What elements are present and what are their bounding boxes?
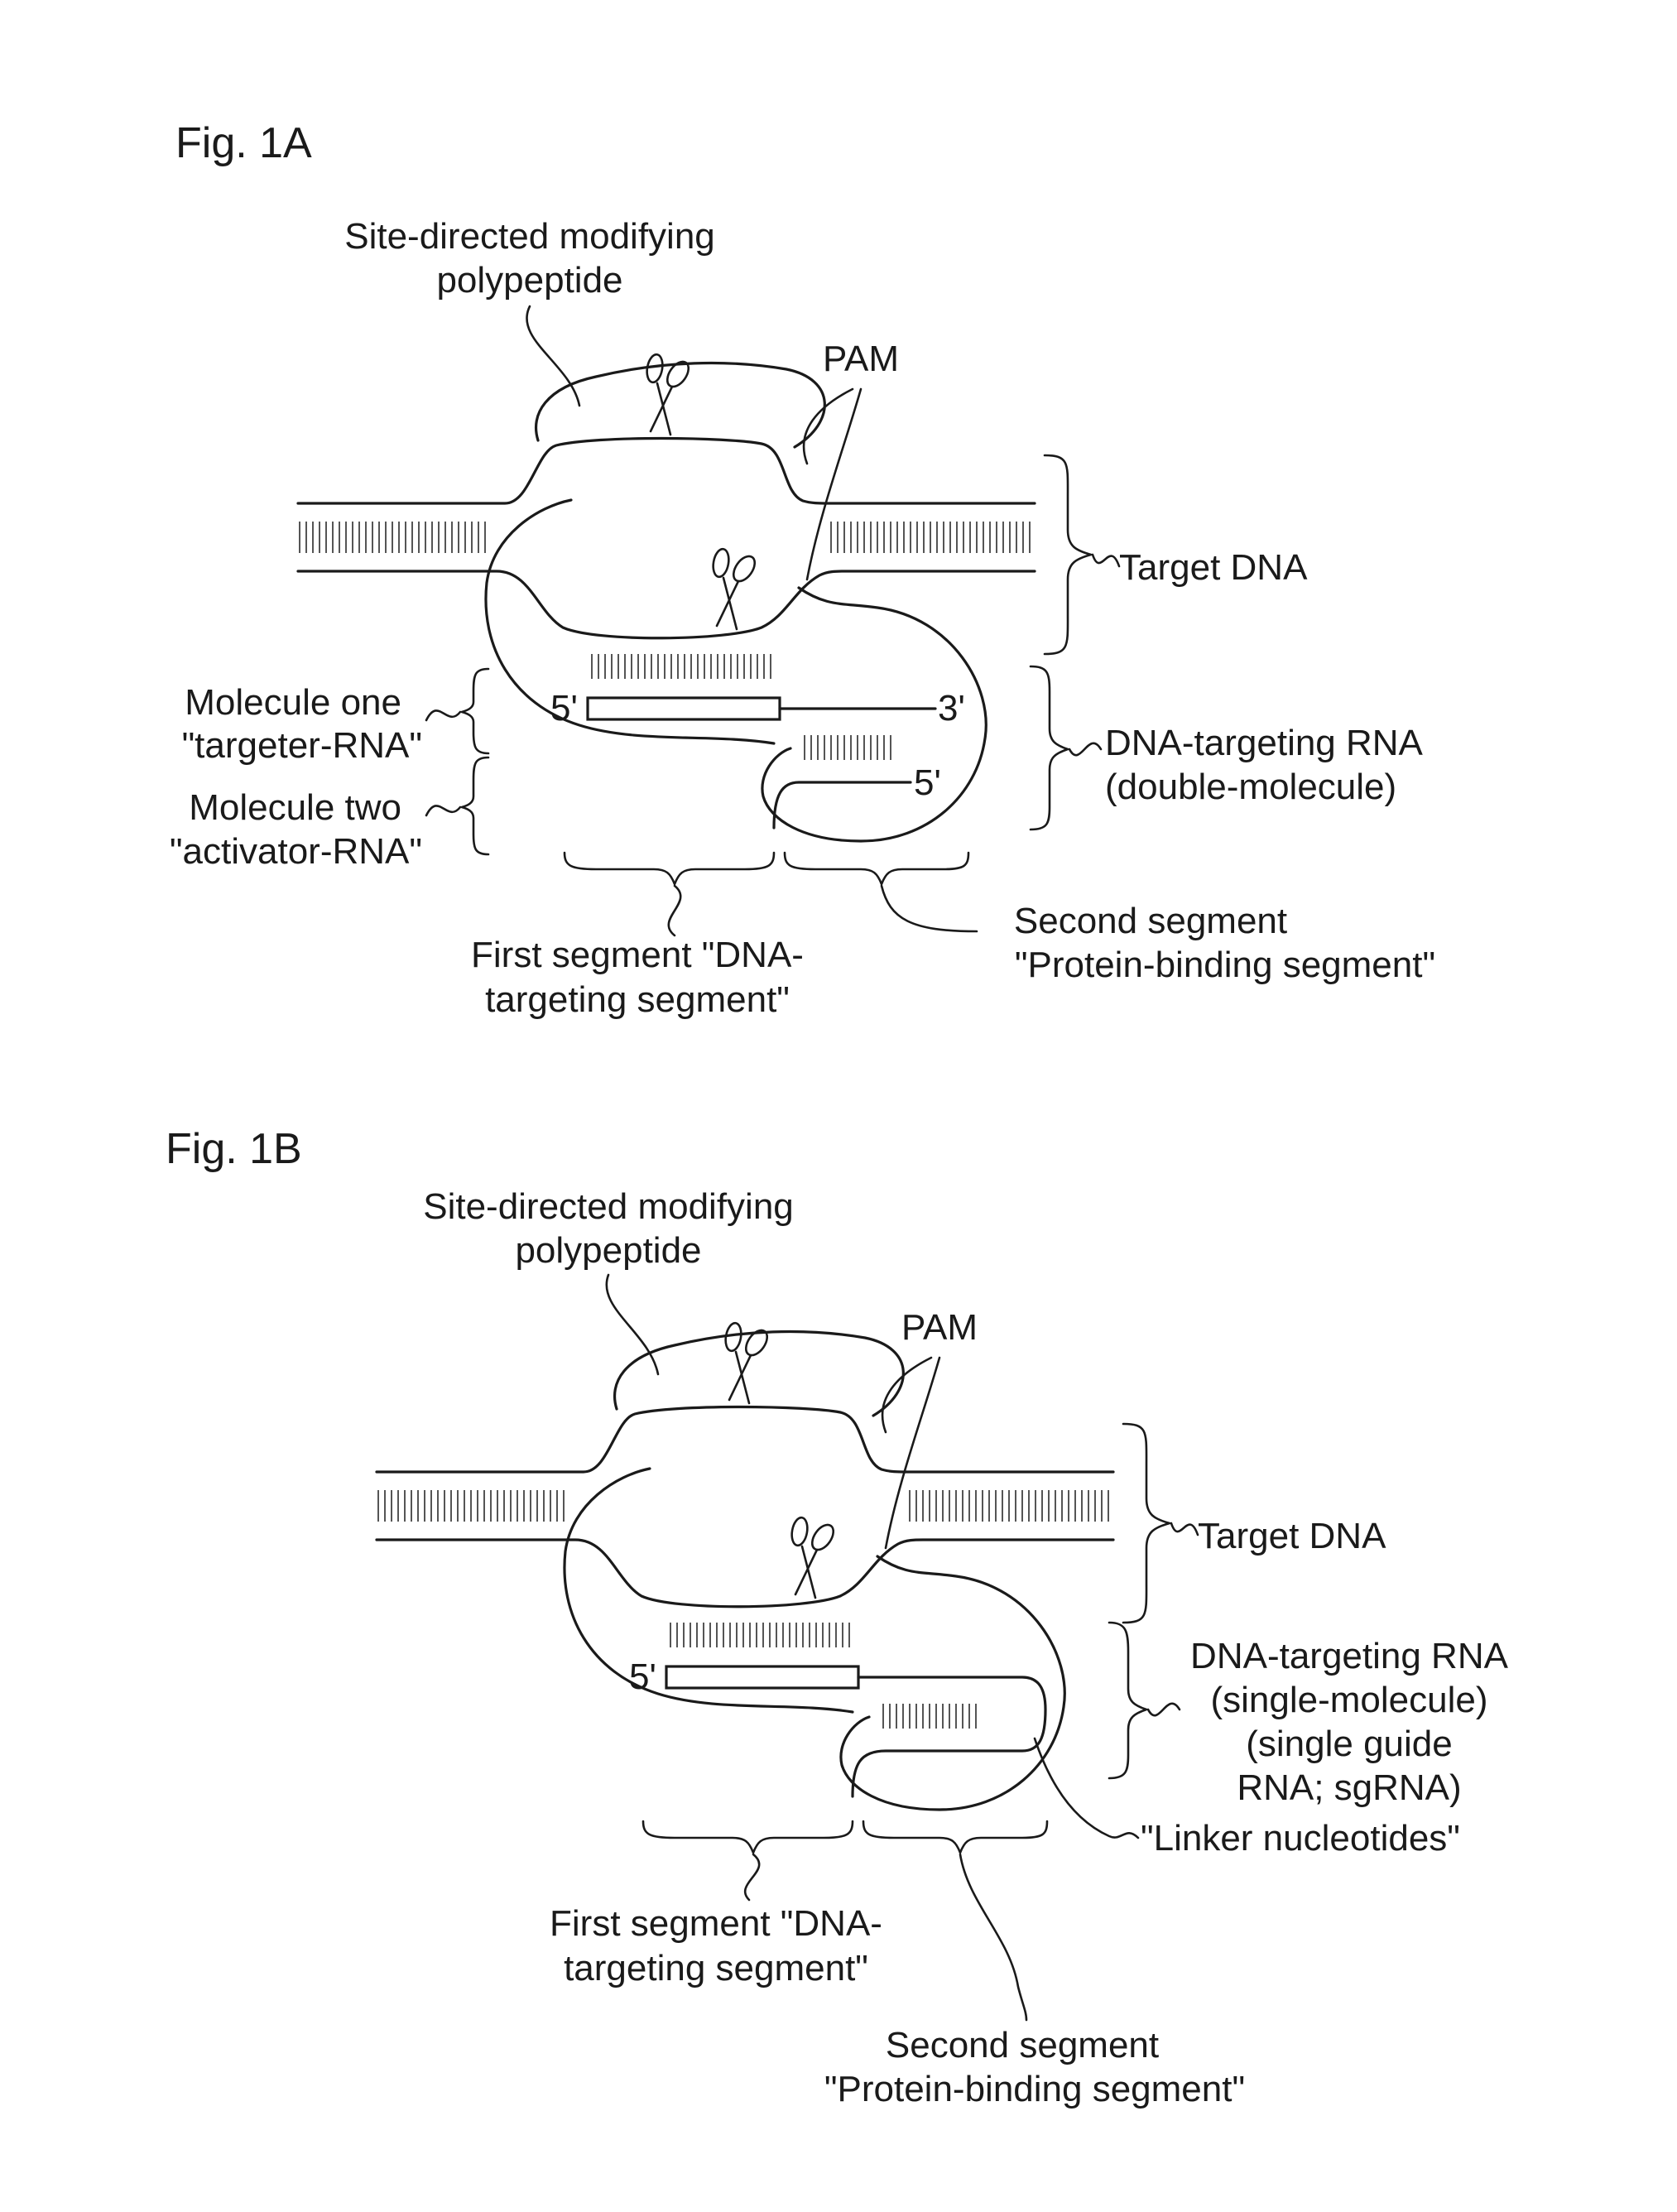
fig-1b-second-segment-brace bbox=[863, 1821, 1047, 1853]
fig-1a-pairing-hatch bbox=[592, 654, 771, 679]
fig-1b-linker-leader bbox=[1035, 1738, 1138, 1838]
fig-1a-activator-hatch bbox=[805, 735, 891, 760]
fig-1a-pam-leader-1 bbox=[804, 389, 853, 464]
fig-1b-first-segment-leader bbox=[745, 1854, 759, 1900]
fig-1a-first-segment-line1: First segment "DNA- bbox=[471, 935, 804, 975]
fig-1a-scissors-bottom-icon bbox=[711, 548, 759, 629]
fig-1b-end-5-top: 5' bbox=[629, 1657, 656, 1697]
fig-1b-pam-leader-1 bbox=[882, 1358, 931, 1432]
fig-1a-polypeptide-label-line2: polypeptide bbox=[436, 260, 622, 301]
fig-1a-pam-label: PAM bbox=[823, 339, 899, 379]
fig-1b-rna-label-line4: RNA; sgRNA) bbox=[1237, 1767, 1461, 1808]
fig-1b-first-segment-line1: First segment "DNA- bbox=[550, 1903, 882, 1944]
fig-1b-rna-label-line2: (single-molecule) bbox=[1210, 1680, 1487, 1720]
fig-1b-pam-label: PAM bbox=[901, 1307, 978, 1348]
fig-1b-rna-label-line1: DNA-targeting RNA bbox=[1190, 1636, 1509, 1676]
fig-1a-end-5-bottom: 5' bbox=[914, 762, 941, 803]
fig-1a-rna-label-line1: DNA-targeting RNA bbox=[1105, 723, 1424, 763]
fig-1a-polypeptide-leader bbox=[526, 306, 579, 406]
fig-1b-polypeptide-label-line2: polypeptide bbox=[515, 1230, 701, 1271]
fig-1b-first-segment-line2: targeting segment" bbox=[564, 1948, 868, 1988]
fig-1a-molecule-one-leader bbox=[426, 710, 460, 720]
fig-1a-second-segment-brace bbox=[785, 853, 968, 884]
fig-1a-end-5-top: 5' bbox=[550, 688, 578, 729]
fig-1a-first-segment-brace bbox=[565, 853, 774, 884]
figure-1a: Fig. 1A Site-directed modifying polypept… bbox=[170, 119, 1435, 1020]
fig-1a-molecule-two-leader bbox=[426, 805, 460, 815]
fig-1a-target-dna-label: Target DNA bbox=[1119, 547, 1308, 588]
fig-1a-targeting-rna-box bbox=[588, 698, 780, 719]
fig-1a-dna-hatch-left bbox=[300, 522, 485, 553]
fig-1a-rna-brace bbox=[1031, 666, 1068, 830]
fig-1b-second-segment-leader bbox=[960, 1854, 1026, 2020]
fig-1b-rna-label-line3: (single guide bbox=[1246, 1724, 1453, 1764]
fig-1b-complex bbox=[377, 1332, 1113, 1810]
fig-1b-rna-leader bbox=[1148, 1704, 1180, 1715]
fig-1b-second-segment-line1: Second segment bbox=[886, 2025, 1159, 2065]
fig-1b-targeting-rna-box bbox=[666, 1666, 858, 1688]
fig-1a-molecule-one-brace bbox=[462, 669, 488, 753]
fig-1a-second-segment-line1: Second segment bbox=[1014, 901, 1287, 941]
fig-1a-second-segment-leader bbox=[882, 886, 977, 931]
fig-1a-molecule-two-brace bbox=[462, 757, 488, 854]
fig-1b-label: Fig. 1B bbox=[166, 1125, 302, 1173]
fig-1b-target-dna-leader bbox=[1171, 1523, 1198, 1535]
fig-1a-first-segment-leader bbox=[669, 886, 680, 935]
fig-1a-target-dna-brace bbox=[1045, 455, 1091, 654]
fig-1a-rna-label-line2: (double-molecule) bbox=[1105, 767, 1396, 807]
fig-1b-target-dna-label: Target DNA bbox=[1198, 1516, 1386, 1556]
fig-1b-polypeptide-leader bbox=[607, 1275, 658, 1374]
fig-1a-activator-strand bbox=[774, 782, 911, 828]
fig-1b-first-segment-brace bbox=[643, 1821, 853, 1853]
fig-1a-second-segment-line2: "Protein-binding segment" bbox=[1015, 945, 1435, 985]
fig-1b-rna-brace bbox=[1109, 1623, 1146, 1778]
fig-1a-first-segment-line2: targeting segment" bbox=[485, 979, 790, 1020]
fig-1a-rna-leader bbox=[1069, 743, 1101, 755]
fig-1b-scissors-bottom-icon bbox=[790, 1517, 838, 1598]
fig-1b-target-dna-brace bbox=[1123, 1424, 1170, 1623]
fig-1a-molecule-two-line1: Molecule two bbox=[189, 787, 401, 828]
fig-1b-sgrna-strand bbox=[853, 1677, 1045, 1796]
fig-1b-polypeptide-label-line1: Site-directed modifying bbox=[423, 1186, 794, 1227]
fig-1b-linker-label: "Linker nucleotides" bbox=[1141, 1818, 1460, 1859]
figure-1b: Fig. 1B Site-directed modifying polypept… bbox=[166, 1125, 1509, 2109]
fig-1a-molecule-two-line2: "activator-RNA" bbox=[170, 831, 422, 872]
fig-1a-target-dna-leader bbox=[1093, 555, 1119, 566]
fig-1b-second-segment-line2: "Protein-binding segment" bbox=[824, 2069, 1245, 2109]
fig-1a-label: Fig. 1A bbox=[175, 119, 312, 167]
fig-1a-end-3: 3' bbox=[938, 688, 965, 729]
fig-1a-molecule-one-line1: Molecule one bbox=[185, 682, 401, 723]
fig-1a-dna-hatch-right bbox=[831, 522, 1030, 553]
fig-1a-molecule-one-line2: "targeter-RNA" bbox=[182, 725, 422, 766]
fig-1a-polypeptide-label-line1: Site-directed modifying bbox=[344, 216, 715, 257]
